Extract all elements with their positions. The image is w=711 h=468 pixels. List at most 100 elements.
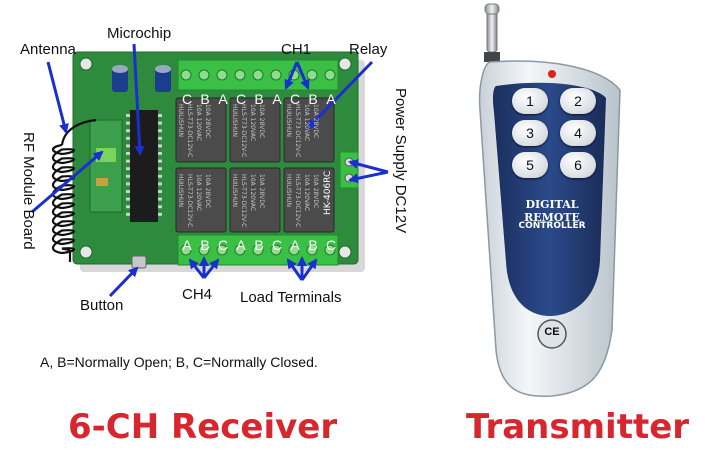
terminal-letter: B xyxy=(308,237,318,253)
microchip-ic xyxy=(126,110,162,222)
relay-text-line: HLS-T73-DC12V-C xyxy=(186,174,193,228)
label-button: Button xyxy=(80,297,124,314)
terminal-letter: A xyxy=(290,237,300,253)
terminal-screw xyxy=(234,244,246,256)
remote-button-6[interactable]: 6 xyxy=(560,152,596,178)
label-ch1: CH1 xyxy=(281,41,312,58)
status-led xyxy=(548,70,556,78)
mounting-hole xyxy=(79,57,93,71)
relay-text-line: HLS-T73-DC12V-C xyxy=(294,174,301,228)
terminal-screw xyxy=(270,244,282,256)
terminal-screw xyxy=(216,69,228,81)
relay-text-line: 10A 120VAC xyxy=(249,104,256,142)
relay-text-line: HLS-T73-DC12V-C xyxy=(240,104,247,158)
terminal-letter: A xyxy=(182,237,192,253)
power-terminal xyxy=(339,151,359,189)
terminal-letter: A xyxy=(218,91,228,107)
relay-text-line: 10A 28VDC xyxy=(312,174,319,209)
relay-text-line: HLS-T73-DC12V-C xyxy=(186,104,193,158)
terminal-letter: C xyxy=(271,237,283,253)
relay xyxy=(175,97,227,163)
label-relay: Relay xyxy=(349,41,388,58)
terminal-letter: A xyxy=(272,91,282,107)
terminal-letter: C xyxy=(325,237,337,253)
transmitter-title: Transmitter xyxy=(466,407,690,447)
remote-button-label: 5 xyxy=(526,157,534,173)
label-power-supply: Power Supply DC12V xyxy=(392,88,409,234)
label-load-terminals: Load Terminals xyxy=(240,289,342,306)
terminal-letter: B xyxy=(254,91,264,107)
relay-text-line: HUILISHUN xyxy=(285,174,292,207)
terminal-screw xyxy=(324,69,336,81)
terminal-screw xyxy=(270,69,282,81)
remote-ce-mark: CE xyxy=(544,326,560,338)
relay-text-line: HUILISHUN xyxy=(177,104,184,137)
remote-brand-line1: DIGITAL REMOTE xyxy=(524,198,580,224)
terminal-screw xyxy=(180,69,192,81)
terminal-screw xyxy=(252,69,264,81)
terminal-screw xyxy=(198,244,210,256)
terminal-letter: A xyxy=(236,237,246,253)
terminal-screw xyxy=(180,244,192,256)
remote-button-4[interactable]: 4 xyxy=(560,120,596,146)
terminal-screw xyxy=(216,244,228,256)
relay-text-line: HUILISHUN xyxy=(231,174,238,207)
mounting-hole xyxy=(79,245,93,259)
coiled-antenna xyxy=(51,118,97,262)
board-marking: HK-406RC xyxy=(323,171,333,215)
terminal-screw xyxy=(324,244,336,256)
terminal-letter: B xyxy=(200,91,210,107)
terminal-screw xyxy=(198,69,210,81)
relay-text-line: 10A 120VAC xyxy=(195,104,202,142)
relay-text-line: 10A 120VAC xyxy=(195,174,202,212)
label-antenna: Antenna xyxy=(20,41,76,58)
ce-button xyxy=(537,319,567,349)
relay-text-line: HLS-T73-DC12V-C xyxy=(294,104,301,158)
capacitors xyxy=(112,65,171,92)
top-terminal-block xyxy=(177,59,339,91)
relay-text-line: 10A 28VDC xyxy=(204,104,211,139)
relay-text-line: HUILISHUN xyxy=(231,104,238,137)
terminal-letter: B xyxy=(200,237,210,253)
terminal-screw xyxy=(234,69,246,81)
terminal-letter: C xyxy=(181,91,193,107)
relay-array xyxy=(175,97,335,233)
mounting-hole xyxy=(338,57,352,71)
relay xyxy=(175,167,227,233)
relay xyxy=(283,167,335,233)
remote-button-label: 3 xyxy=(526,125,534,141)
callout-arrows xyxy=(31,43,389,298)
relay-text-line: 10A 28VDC xyxy=(258,174,265,209)
relay-text-line: 10A 28VDC xyxy=(204,174,211,209)
relay xyxy=(229,167,281,233)
relay-text-line: HLS-T73-DC12V-C xyxy=(240,174,247,228)
terminal-note: A, B=Normally Open; B, C=Normally Closed… xyxy=(40,354,318,370)
remote-button-1[interactable]: 1 xyxy=(512,88,548,114)
remote-brand-line2: CONTROLLER xyxy=(518,221,586,231)
relay-text-line: HUILISHUN xyxy=(177,174,184,207)
label-rf-module: RF Module Board xyxy=(20,132,37,250)
receiver-title: 6-CH Receiver xyxy=(68,407,338,447)
terminal-letter: C xyxy=(217,237,229,253)
remote-button-label: 6 xyxy=(574,157,582,173)
terminal-screw xyxy=(252,244,264,256)
terminal-letter: B xyxy=(308,91,318,107)
remote-button-3[interactable]: 3 xyxy=(512,120,548,146)
rf-module-board xyxy=(89,119,123,213)
relay xyxy=(229,97,281,163)
label-ch4: CH4 xyxy=(182,286,213,303)
relay-text-line: 10A 28VDC xyxy=(258,104,265,139)
terminal-screw xyxy=(306,244,318,256)
remote-button-5[interactable]: 5 xyxy=(512,152,548,178)
relay-text-line: 10A 120VAC xyxy=(249,174,256,212)
remote-antenna xyxy=(486,7,498,53)
terminal-letter: C xyxy=(235,91,247,107)
terminal-letter: B xyxy=(254,237,264,253)
remote-button-2[interactable]: 2 xyxy=(560,88,596,114)
terminal-screw xyxy=(288,244,300,256)
remote-button-label: 1 xyxy=(526,93,534,109)
relay-text-line: 10A 28VDC xyxy=(312,104,319,139)
relay-text-line: 10A 120VAC xyxy=(303,104,310,142)
